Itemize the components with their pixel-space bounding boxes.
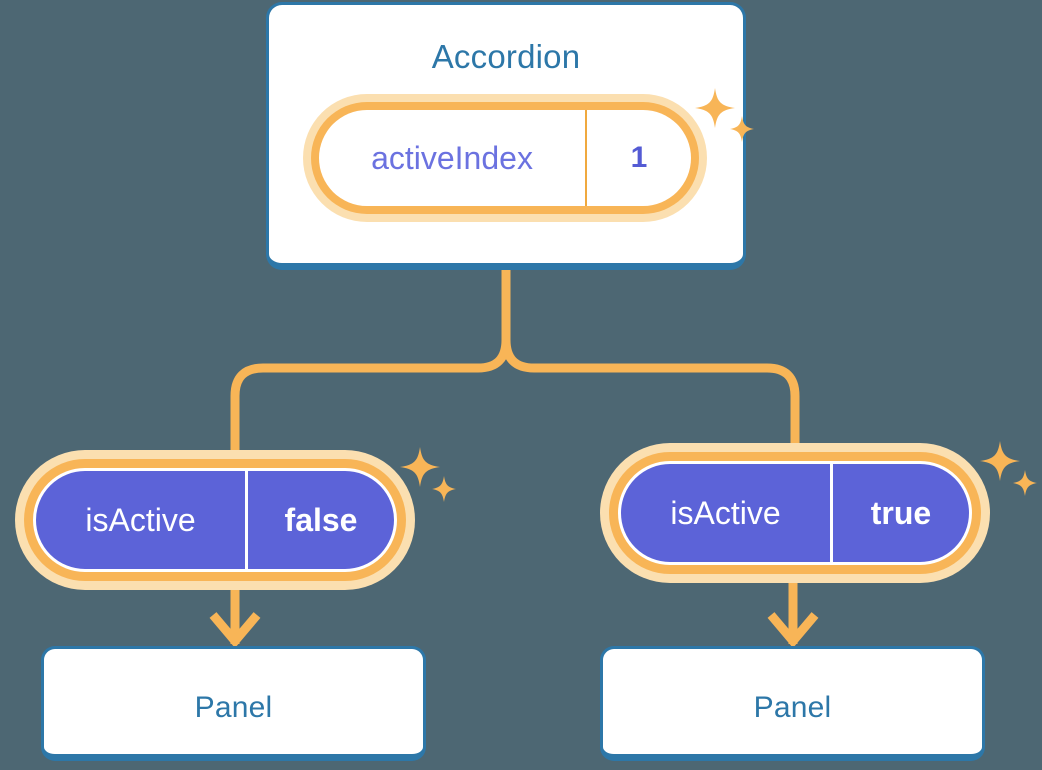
state-pill-is-active-false[interactable]: isActive false	[33, 468, 397, 572]
state-pill-active-index[interactable]: activeIndex 1	[319, 110, 691, 206]
state-pill-value: true	[870, 494, 932, 531]
state-pill-value: 1	[630, 141, 648, 174]
panel-title: Panel	[194, 691, 273, 724]
state-pill-is-active-true[interactable]: isActive true	[618, 461, 972, 565]
page-title: Accordion	[431, 38, 581, 75]
arrow-down-icon-right-head	[767, 612, 819, 648]
state-pill-value: false	[284, 501, 358, 538]
panel-card-right[interactable]: Panel	[600, 646, 985, 761]
state-pill-key: activeIndex	[319, 110, 587, 206]
connector-branch-right	[501, 339, 800, 453]
connector-branch-left	[230, 339, 511, 460]
state-pill-key: isActive	[36, 471, 248, 569]
panel-card-left[interactable]: Panel	[41, 646, 426, 761]
state-pill-key: isActive	[621, 464, 833, 562]
arrow-down-icon-left-head	[209, 612, 261, 648]
panel-title: Panel	[753, 691, 832, 724]
